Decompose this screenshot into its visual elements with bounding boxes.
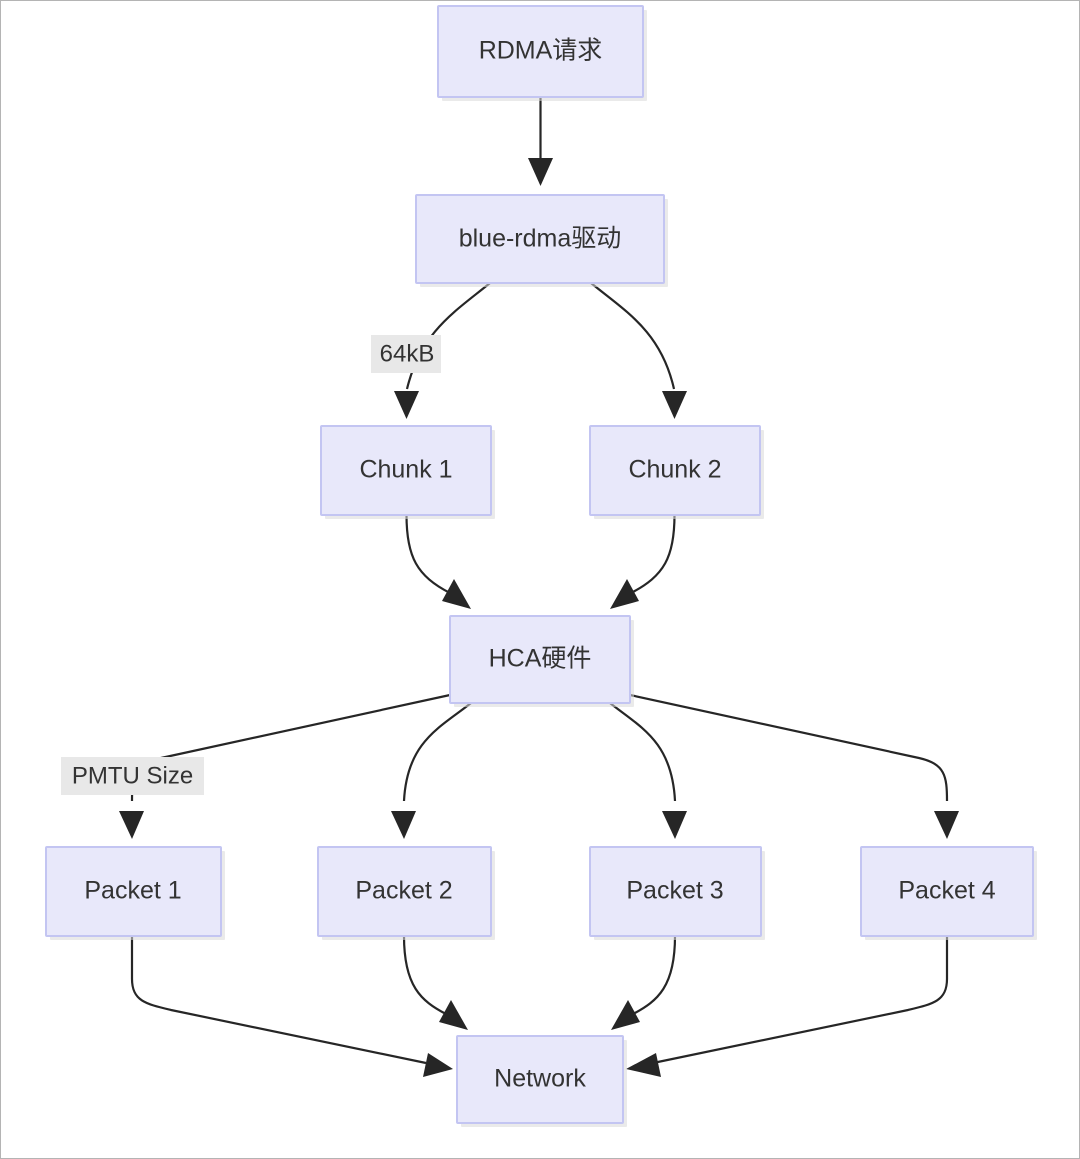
node-network[interactable]: Network [456,1035,627,1127]
edge-packet-4-to-network [626,936,949,1077]
node-box[interactable] [45,846,222,937]
node-box[interactable] [415,194,665,284]
edge-label-background [61,757,204,795]
nodes-layer: RDMA请求 blue-rdma驱动 Chunk 1 Chunk 2 H [45,5,1037,1127]
node-packet-3[interactable]: Packet 3 [589,846,765,940]
node-label: Chunk 1 [359,456,452,484]
node-box[interactable] [456,1035,624,1124]
edge-hca-hardware-to-packet-3 [609,702,687,839]
arrowhead-icon [391,811,416,839]
node-label: Chunk 2 [628,456,721,484]
node-box[interactable] [589,846,762,937]
node-label: Packet 3 [626,877,723,905]
node-box[interactable] [320,425,492,516]
edge-labels-layer: 64kB PMTU Size [61,335,441,795]
node-box[interactable] [449,615,631,704]
node-box[interactable] [317,846,492,937]
node-label: blue-rdma驱动 [459,225,622,253]
edge-packet-3-to-network [611,935,677,1030]
node-label: HCA硬件 [489,645,592,673]
node-rdma-request[interactable]: RDMA请求 [437,5,647,101]
arrowhead-icon [442,579,471,609]
node-chunk-2[interactable]: Chunk 2 [589,425,764,519]
arrowhead-icon [439,1000,468,1030]
node-label: Packet 4 [898,877,995,905]
node-box[interactable] [860,846,1034,937]
arrowhead-icon [934,811,959,839]
edge-chunk-2-to-hca-hardware [610,514,676,609]
arrowhead-icon [528,158,553,186]
arrowhead-icon [626,1053,661,1077]
node-packet-1[interactable]: Packet 1 [45,846,225,940]
arrowhead-icon [119,811,144,839]
arrowhead-icon [610,579,639,609]
node-chunk-1[interactable]: Chunk 1 [320,425,495,519]
arrowhead-icon [423,1053,453,1077]
edge-label-text: 64kB [380,340,435,367]
edge-chunk-1-to-hca-hardware [405,514,471,609]
node-box[interactable] [437,5,644,98]
edge-label-background [371,335,441,373]
node-packet-4[interactable]: Packet 4 [860,846,1037,940]
edge-label-text: PMTU Size [72,762,193,789]
edge-packet-2-to-network [402,935,468,1030]
arrowhead-icon [662,391,687,419]
edge-hca-hardware-to-packet-2 [391,702,472,839]
node-box[interactable] [589,425,761,516]
edge-packet-1-to-network [130,936,453,1077]
node-hca-hardware[interactable]: HCA硬件 [449,615,634,707]
node-label: Network [494,1065,586,1093]
node-label: Packet 1 [84,877,181,905]
edge-blue-rdma-driver-to-chunk-2 [590,282,687,419]
edge-rdma-request-to-blue-rdma-driver [528,97,553,186]
arrowhead-icon [611,1000,640,1030]
node-packet-2[interactable]: Packet 2 [317,846,495,940]
edge-label-pmtu-size: PMTU Size [61,757,204,795]
node-label: Packet 2 [355,877,452,905]
arrowhead-icon [394,391,419,419]
node-blue-rdma-driver[interactable]: blue-rdma驱动 [415,194,668,287]
edge-hca-hardware-to-packet-4 [629,693,959,839]
node-label: RDMA请求 [479,37,603,65]
edge-label-64kb: 64kB [371,335,441,373]
arrowhead-icon [662,811,687,839]
